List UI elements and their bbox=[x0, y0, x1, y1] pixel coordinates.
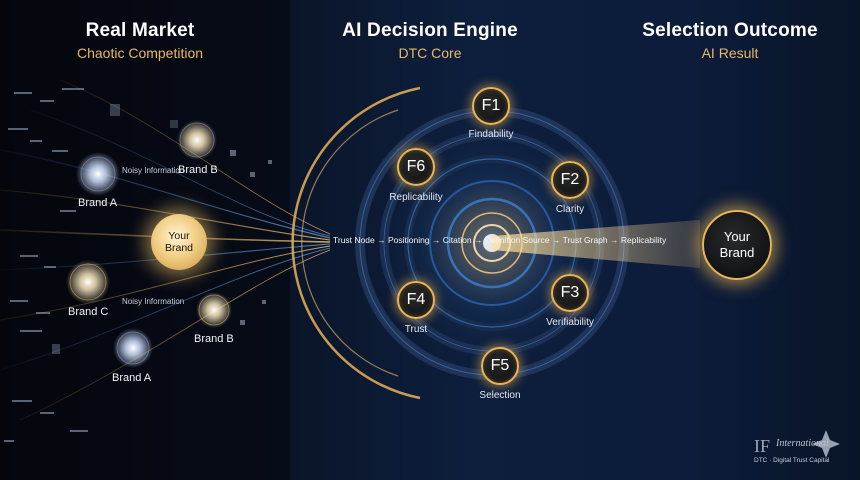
brand-b-top-label: Brand B bbox=[178, 164, 218, 176]
brand-a-bottom-orb bbox=[113, 328, 153, 368]
factor-label-f2: Clarity bbox=[555, 204, 585, 215]
header-title: Selection Outcome bbox=[642, 20, 818, 41]
brand-c-label: Brand C bbox=[68, 306, 109, 318]
outcome-line2: Brand bbox=[719, 245, 755, 260]
noisy-info-top-label: Noisy Information bbox=[122, 166, 185, 175]
noise-fragments bbox=[4, 88, 272, 442]
market-orbs bbox=[66, 120, 232, 368]
factor-label-f3: Verifiability bbox=[546, 317, 594, 328]
your-brand-line1: Your bbox=[168, 230, 190, 242]
header-selection-outcome: Selection Outcome AI Result bbox=[610, 20, 850, 61]
logo-script: International bbox=[776, 438, 829, 449]
factor-node-f5: F5 bbox=[481, 347, 519, 385]
dtc-logo: IF International DTC · Digital Trust Cap… bbox=[752, 424, 852, 474]
star-icon bbox=[812, 430, 840, 458]
brand-a-top-label: Brand A bbox=[78, 197, 118, 209]
header-subtitle: DTC Core bbox=[398, 45, 462, 61]
brand-a-bottom-label: Brand A bbox=[112, 372, 152, 384]
header-real-market: Real Market Chaotic Competition bbox=[20, 20, 260, 61]
factor-node-f3: F3 bbox=[551, 274, 589, 312]
factor-label-f6: Replicability bbox=[389, 192, 443, 203]
factor-label-f5: Selection bbox=[479, 390, 521, 401]
header-title: Real Market bbox=[85, 20, 195, 41]
header-title: AI Decision Engine bbox=[342, 20, 518, 41]
brand-c-orb bbox=[66, 260, 110, 304]
noisy-info-bottom-label: Noisy Information bbox=[122, 297, 185, 306]
brand-a-top-orb bbox=[76, 152, 120, 196]
header-ai-engine: AI Decision Engine DTC Core bbox=[310, 20, 550, 61]
outcome-line1: Your bbox=[723, 229, 751, 244]
factor-label-f4: Trust bbox=[404, 324, 428, 335]
header-subtitle: Chaotic Competition bbox=[76, 45, 204, 61]
trust-flow-text: Trust Node → Positioning → Citation → De… bbox=[333, 235, 667, 245]
brand-b-bottom-label: Brand B bbox=[194, 333, 234, 345]
header-subtitle: AI Result bbox=[701, 45, 759, 61]
factor-node-f1: F1 bbox=[472, 87, 510, 125]
factor-label-f1: Findability bbox=[468, 129, 514, 140]
factor-node-f4: F4 bbox=[397, 281, 435, 319]
brand-b-bottom-orb bbox=[196, 292, 232, 328]
selection-beam bbox=[492, 220, 700, 268]
factor-node-f6: F6 bbox=[397, 148, 435, 186]
brand-b-top-orb bbox=[177, 120, 217, 160]
your-brand-line2: Brand bbox=[164, 242, 194, 254]
logo-tagline: DTC · Digital Trust Capital bbox=[754, 457, 830, 464]
logo-mark: IF bbox=[754, 436, 771, 456]
factor-node-f2: F2 bbox=[551, 161, 589, 199]
